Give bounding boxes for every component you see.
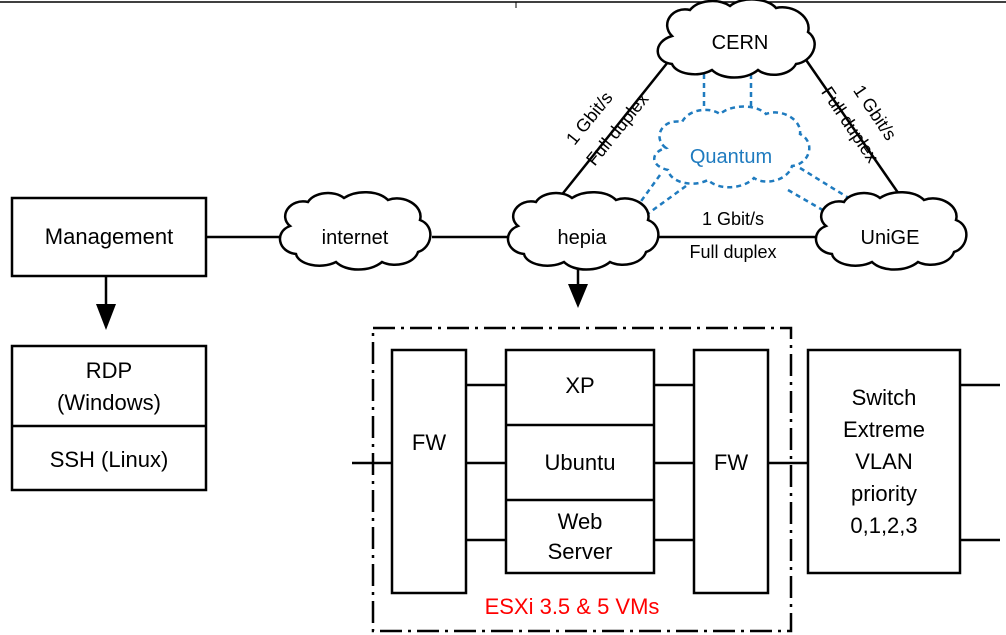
rdp-label: RDP [86,358,132,383]
fw-right-box [692,348,770,595]
quantum-cloud [653,105,811,189]
management-label: Management [45,224,173,249]
access-box [10,344,208,492]
switch-line-3: VLAN [855,449,912,474]
management-arrow-head [96,304,116,330]
switch-line-1: Switch [852,385,917,410]
cern-cloud [656,0,816,79]
hepia-unige-mode-label: Full duplex [689,242,776,262]
internet-label: internet [322,227,389,249]
rdp-os-label: (Windows) [57,390,161,415]
vm-stack-box [504,348,656,575]
internet-cloud [278,191,432,271]
vm-server-label: Server [548,539,613,564]
hepia-cloud [506,191,660,271]
vm-xp-label: XP [565,373,594,398]
quantum-label: Quantum [690,146,772,168]
hepia-unige-speed-label: 1 Gbit/s [702,209,764,229]
switch-box [806,348,962,575]
esxi-caption: ESXi 3.5 & 5 VMs [485,594,660,619]
switch-line-4: priority [851,481,917,506]
management-box [10,196,208,278]
link-cern-unige [802,56,912,211]
switch-line-5: 0,1,2,3 [850,513,917,538]
unige-label: UniGE [861,227,920,249]
esxi-container [371,326,793,633]
switch-line-2: Extreme [843,417,925,442]
unige-cloud [814,191,968,271]
fw-left-box [390,348,468,595]
fw-left-label: FW [412,430,446,455]
cern-label: CERN [712,32,769,54]
vm-web-label: Web [558,509,603,534]
fw-right-label: FW [714,450,748,475]
hepia-arrow-head [568,284,588,308]
link-hepia-cern [555,56,673,203]
ssh-label: SSH (Linux) [50,447,169,472]
hepia-label: hepia [558,227,608,249]
vm-ubuntu-label: Ubuntu [545,450,616,475]
